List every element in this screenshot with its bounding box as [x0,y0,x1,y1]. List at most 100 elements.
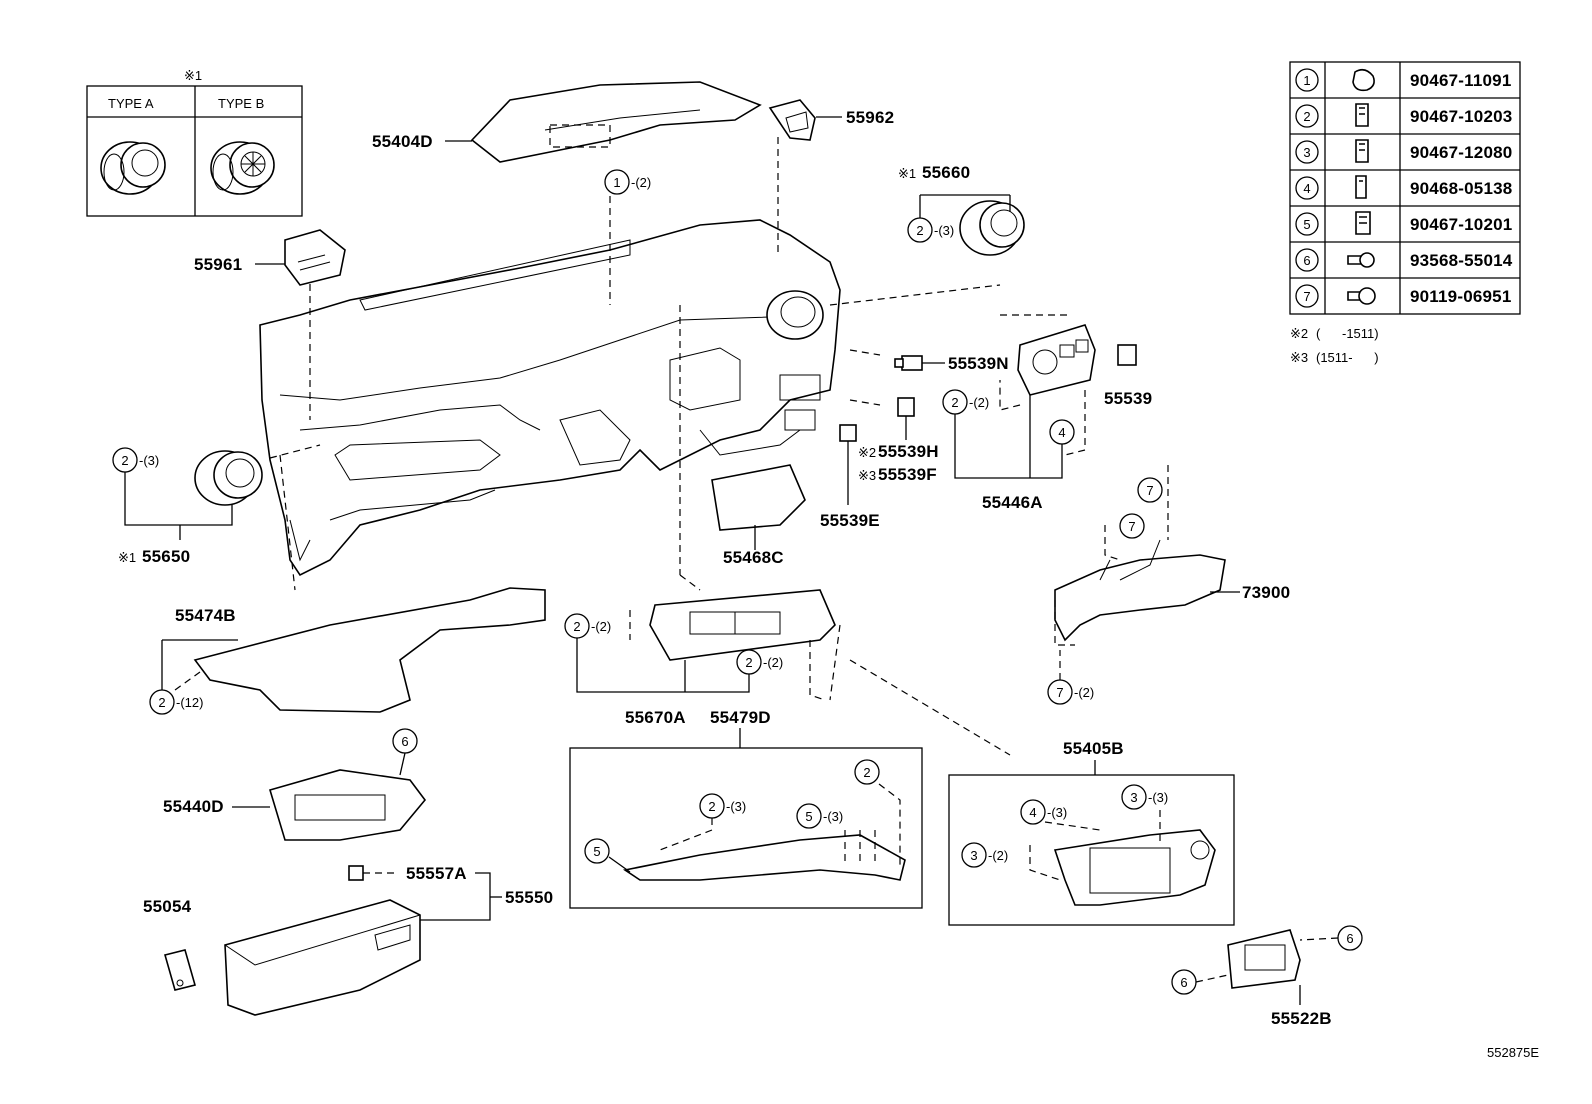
part-55650-knob-icon [194,450,263,506]
callout: -(3) [1148,790,1168,805]
svg-text:2: 2 [745,655,752,670]
svg-text:2: 2 [951,395,958,410]
notes: ※2 ( -1511) ※3 (1511- ) [1290,326,1379,365]
svg-text:3: 3 [1130,790,1137,805]
type-a-label: TYPE A [108,96,154,111]
part-label-55440D: 55440D [163,797,224,816]
note-mark-55539F: ※3 [858,468,876,483]
note-text: ( -1511) [1316,326,1379,341]
part-label-55404D: 55404D [372,132,433,151]
callout: -(3) [139,453,159,468]
note-text: (1511- ) [1316,350,1379,365]
part-55468C-drawing [711,464,806,531]
svg-text:2: 2 [708,799,715,814]
svg-text:3: 3 [970,848,977,863]
callout: -(2) [1074,685,1094,700]
legend-num: 6 [1303,253,1310,268]
type-a-knob-icon [100,141,166,195]
svg-text:6: 6 [401,734,408,749]
svg-text:6: 6 [1180,975,1187,990]
part-label-55539H: 55539H [878,442,939,461]
part-label-55405B: 55405B [1063,739,1124,758]
part-73900-drawing [1054,539,1226,642]
legend-part-number: 93568-55014 [1410,251,1513,270]
part-label-55054: 55054 [143,897,192,916]
part-55962-drawing [768,99,816,141]
legend-num: 2 [1303,109,1310,124]
svg-text:7: 7 [1146,483,1153,498]
part-label-55650: 55650 [142,547,190,566]
screw-icon [1295,284,1376,308]
legend-num: 4 [1303,181,1310,196]
svg-text:5: 5 [593,844,600,859]
type-box: ※1 TYPE A TYPE B [86,68,303,217]
part-label-55539N: 55539N [948,354,1009,373]
part-55446A-drawing [1017,324,1096,396]
callout: -(2) [591,619,611,634]
svg-text:5: 5 [805,809,812,824]
clip-icon [1295,211,1371,236]
part-55557A-clip-icon [348,865,364,881]
legend-part-number: 90468-05138 [1410,179,1512,198]
type-b-label: TYPE B [218,96,264,111]
part-55539E-clip-icon [839,424,857,442]
part-55539H-clip-icon [897,397,915,417]
legend-table: 1 2 3 4 5 6 7 90467-11091 90467-10203 90… [1289,61,1521,315]
callout: -(3) [1047,805,1067,820]
callout: -(3) [934,223,954,238]
part-label-55446A: 55446A [982,493,1043,512]
clip-icon [1295,68,1375,92]
callout: -(2) [988,848,1008,863]
callout: -(2) [631,175,651,190]
part-label-55522B: 55522B [1271,1009,1332,1028]
legend-part-number: 90467-12080 [1410,143,1512,162]
legend-part-number: 90467-11091 [1410,71,1511,90]
legend-num: 7 [1303,289,1310,304]
note-mark-55539H: ※2 [858,445,876,460]
diagram-ref-code: 552875E [1487,1045,1539,1060]
svg-text:2: 2 [121,453,128,468]
part-label-55660: 55660 [922,163,970,182]
note-mark: ※3 [1290,350,1308,365]
clip-icon [1295,175,1367,200]
legend-part-number: 90119-06951 [1410,287,1511,306]
part-55660-knob-icon [959,200,1025,256]
part-55054-hinge-icon [164,949,196,991]
svg-text:7: 7 [1056,685,1063,700]
svg-text:1: 1 [613,175,620,190]
note-mark-55650: ※1 [118,550,136,565]
screw-icon [1295,248,1375,272]
part-label-55539: 55539 [1104,389,1152,408]
legend-part-number: 90467-10201 [1410,215,1512,234]
clip-icon [1295,103,1369,128]
part-label-73900: 73900 [1242,583,1290,602]
part-55405B-drawing [1053,829,1216,906]
part-55440D-drawing [269,769,427,841]
callout: -(2) [763,655,783,670]
instrument-panel-drawing [259,219,841,577]
part-55550-glovebox-drawing [224,899,421,1016]
note-mark-55660: ※1 [898,166,916,181]
box-55479D [569,747,923,909]
part-label-55539E: 55539E [820,511,880,530]
part-label-55468C: 55468C [723,548,784,567]
part-55961-drawing [284,229,346,286]
svg-text:2: 2 [573,619,580,634]
legend-num: 3 [1303,145,1310,160]
callout: -(12) [176,695,203,710]
note-mark: ※2 [1290,326,1308,341]
part-label-55961: 55961 [194,255,242,274]
svg-text:2: 2 [158,695,165,710]
type-box-note: ※1 [184,68,202,83]
part-55479D-drawing [622,834,906,881]
part-55539-clip-icon [1117,344,1137,366]
part-label-55479D: 55479D [710,708,771,727]
box-55405B [948,774,1235,926]
svg-text:7: 7 [1128,519,1135,534]
callout: -(2) [969,395,989,410]
part-55522B-drawing [1227,929,1301,989]
callout: -(3) [726,799,746,814]
part-55404D-drawing [470,81,762,163]
callout: -(3) [823,809,843,824]
